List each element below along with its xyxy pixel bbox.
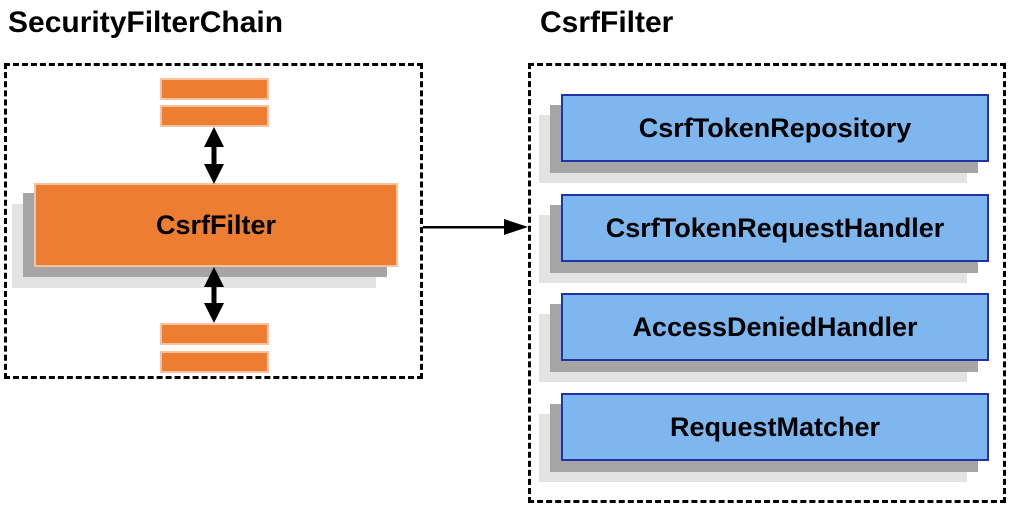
csrf-token-repository-label: CsrfTokenRepository [638, 112, 912, 143]
right-arrow-icon [423, 219, 528, 235]
security-filter-chain-title: SecurityFilterChain [8, 6, 284, 39]
chain-filter-bar [160, 323, 269, 345]
chain-filter-bar [160, 105, 269, 127]
csrf-token-request-handler-label: CsrfTokenRequestHandler [605, 212, 945, 243]
csrf-filter-node: CsrfFilter [34, 183, 398, 267]
request-matcher-label: RequestMatcher [669, 411, 881, 442]
csrf-filter-panel [528, 63, 1006, 503]
security-filter-chain-panel [4, 63, 423, 379]
access-denied-handler-label: AccessDeniedHandler [632, 311, 918, 342]
csrf-filter-node-label: CsrfFilter [155, 209, 277, 240]
csrf-filter-title: CsrfFilter [540, 6, 674, 39]
access-denied-handler-node: AccessDeniedHandler [561, 293, 989, 361]
csrf-token-request-handler-node: CsrfTokenRequestHandler [561, 194, 989, 262]
chain-filter-bar [160, 78, 269, 100]
chain-filter-bar [160, 351, 269, 373]
csrf-token-repository-node: CsrfTokenRepository [561, 94, 989, 162]
request-matcher-node: RequestMatcher [561, 393, 989, 461]
